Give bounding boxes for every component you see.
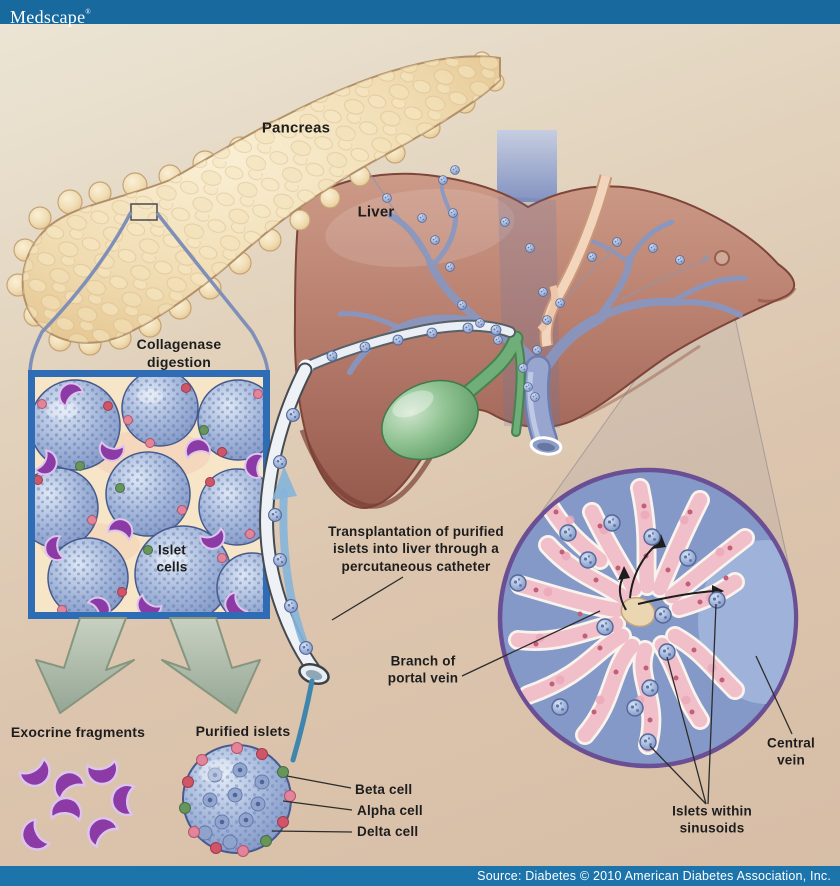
suction-flow-line — [290, 678, 315, 763]
magnified-site-marker — [714, 250, 730, 266]
liver-lobule-inset — [497, 467, 799, 769]
collagenase-digestion-label: Collagenase digestion — [136, 336, 222, 370]
registered-mark: ® — [85, 8, 91, 16]
islet-cells-label: Islet cells — [156, 542, 188, 575]
vena-cava-band — [497, 130, 557, 202]
footer-bar: Source: Diabetes © 2010 American Diabete… — [0, 866, 840, 886]
liver — [293, 156, 797, 510]
central-vein-label: Central vein — [767, 735, 815, 768]
header-bar: Medscape® — [0, 0, 840, 27]
blob-rim-cells — [35, 383, 263, 612]
delta-cell-label: Delta cell — [357, 824, 419, 839]
brand-text: Medscape — [10, 7, 86, 27]
leader-branch-portal-vein — [461, 610, 601, 677]
branch-portal-vein-label: Branch of portal vein — [387, 653, 459, 686]
medscape-logo: Medscape® — [0, 7, 91, 27]
leader-islets-sinusoids — [649, 603, 717, 805]
alpha-cell-label: Alpha cell — [357, 803, 423, 818]
beta-cell-label: Beta cell — [355, 782, 413, 797]
leader-alpha-cell — [282, 800, 353, 811]
flow-up-arrow — [279, 488, 307, 644]
pancreas-label: Pancreas — [261, 119, 331, 137]
leader-central-vein — [755, 655, 793, 735]
source-credit: Source: Diabetes © 2010 American Diabete… — [477, 869, 831, 883]
arrow-to-exocrine — [35, 617, 135, 714]
bile-duct-ribbon — [537, 174, 613, 348]
leader-beta-cell — [286, 775, 352, 789]
islet-blobs — [35, 377, 263, 612]
collagenase-digestion-box — [28, 370, 270, 619]
hepatocyte-mottle — [535, 510, 725, 705]
portal-vein-trunk — [523, 355, 563, 456]
arrow-to-islets — [161, 617, 261, 714]
islets-within-sinusoids-label: Islets within sinusoids — [672, 803, 752, 836]
ball-rim-cells — [179, 742, 296, 857]
leader-delta-cell — [271, 830, 353, 833]
hepatocyte-nuclei — [533, 503, 733, 723]
gallbladder — [381, 330, 526, 461]
percutaneous-catheter — [259, 362, 330, 763]
exocrine-fragments-label: Exocrine fragments — [10, 724, 146, 741]
portal-branch-opening — [620, 596, 656, 628]
purified-islets-label: Purified islets — [195, 723, 291, 740]
liver-label: Liver — [357, 203, 395, 221]
leader-transplantation — [331, 576, 404, 621]
pancreas — [6, 51, 505, 356]
separation-arrows — [35, 617, 261, 714]
purified-islet-ball — [179, 742, 296, 857]
callout-funnel-lines — [28, 211, 270, 375]
leader-lines — [271, 576, 793, 833]
exocrine-fragments — [15, 756, 136, 857]
transplantation-label: Transplantation of purified islets into … — [328, 524, 504, 574]
